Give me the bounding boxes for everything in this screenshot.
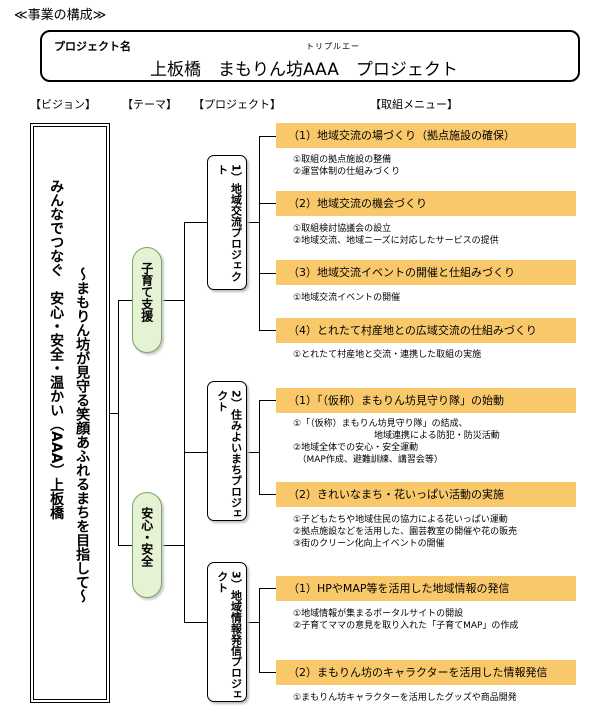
project-number: 3） — [229, 571, 243, 590]
menu-items: ①取組の拠点施設の整備 ②運営体制の仕組みづくり — [293, 155, 401, 177]
project-community-exchange: 1）地域交流プロジェクト — [207, 155, 247, 290]
connector-line — [247, 222, 259, 223]
menu-items: ①「（仮称）まもりん坊見守り隊」の結成、 地域連携による防犯・防災活動 ②地域全… — [293, 419, 500, 465]
connector-line — [184, 452, 207, 453]
connector-line — [184, 222, 207, 223]
menu-category: （4）とれたて村産地との広域交流の仕組みづくり — [276, 318, 576, 343]
connector-line — [162, 545, 184, 546]
theme-label: 子育て支援 — [139, 262, 154, 322]
column-header-menu: 【取組メニュー】 — [370, 98, 458, 111]
project-title: 地域交流プロジェクト — [215, 164, 243, 282]
project-label: 2）住みよいまちプロジェクト — [215, 390, 243, 520]
vision-line-2: ～まもりん坊が見守る笑顔あふれるまちを目指して～ — [74, 267, 91, 603]
column-header-vision: 【ビジョン】 — [30, 98, 96, 111]
menu-category: （1）地域交流の場づくり（拠点施設の確保） — [276, 123, 576, 148]
menu-items: ①地域交流イベントの開催 — [293, 293, 401, 303]
connector-line — [259, 136, 260, 330]
theme-label: 安心・安全 — [139, 507, 154, 567]
connector-line — [162, 300, 184, 301]
connector-line — [118, 545, 132, 546]
project-label: 1）地域交流プロジェクト — [215, 164, 243, 289]
project-number: 1） — [229, 164, 243, 183]
menu-category: （2）地域交流の機会づくり — [276, 191, 576, 216]
menu-category: （3）地域交流イベントの開催と仕組みづくり — [276, 260, 576, 285]
connector-line — [247, 622, 259, 623]
connector-line — [247, 452, 259, 453]
section-heading: ≪事業の構成≫ — [14, 8, 107, 23]
project-label: 3）地域情報発信プロジェクト — [215, 571, 243, 701]
connector-line — [259, 588, 260, 672]
project-name-box — [40, 30, 580, 82]
project-number: 2） — [229, 390, 243, 409]
project-livable-town: 2）住みよいまちプロジェクト — [207, 381, 247, 521]
connector-line — [259, 494, 276, 495]
column-header-project: 【プロジェクト】 — [193, 98, 281, 111]
project-title: 地域情報発信プロジェクト — [215, 571, 243, 700]
menu-items: ①地域情報が集まるポータルサイトの開設 ②子育てママの意見を取り入れた「子育てM… — [293, 609, 519, 631]
connector-line — [110, 413, 118, 414]
project-title: 住みよいまちプロジェクト — [215, 390, 243, 519]
column-header-theme: 【テーマ】 — [122, 98, 177, 111]
menu-category: （1）HPやMAP等を活用した地域情報の発信 — [276, 576, 576, 601]
menu-items: ①子どもたちや地域住民の協力による花いっぱい運動 ②拠点施設などを活用した、園芸… — [293, 515, 518, 549]
menu-items: ①とれたて村産地と交流・連携した取組の実施 — [293, 350, 482, 360]
project-name-ruby: トリプルエー — [306, 42, 360, 51]
menu-category: （2）きれいなまち・花いっぱい活動の実施 — [276, 482, 576, 507]
connector-line — [118, 300, 119, 545]
connector-line — [184, 222, 185, 622]
theme-childcare-support: 子育て支援 — [132, 247, 162, 353]
connector-line — [184, 622, 207, 623]
theme-safety-security: 安心・安全 — [132, 492, 162, 598]
connector-line — [259, 400, 276, 401]
menu-category: （1）「（仮称）まもりん坊見守り隊」の始動 — [276, 388, 576, 413]
project-local-info: 3）地域情報発信プロジェクト — [207, 562, 247, 702]
project-name: 上板橋 まもりん坊AAA プロジェクト — [150, 60, 458, 80]
connector-line — [259, 330, 276, 331]
project-name-label: プロジェクト名 — [54, 40, 131, 53]
menu-items: ①まもりん坊キャラクターを活用したグッズや商品開発 — [293, 693, 517, 703]
vision-line-1: みんなでつなぐ 安心・安全・温かい（AAA）上板橋 — [48, 179, 65, 520]
connector-line — [259, 400, 260, 494]
connector-line — [259, 672, 276, 673]
menu-items: ①取組検討協議会の設立 ②地域交流、地域ニーズに対応したサービスの提供 — [293, 224, 499, 246]
connector-line — [259, 136, 276, 137]
connector-line — [118, 300, 132, 301]
connector-line — [259, 273, 276, 274]
connector-line — [259, 203, 276, 204]
vision-box: みんなでつなぐ 安心・安全・温かい（AAA）上板橋 ～まもりん坊が見守る笑顔あふ… — [30, 123, 110, 703]
connector-line — [259, 588, 276, 589]
menu-category: （2）まもりん坊のキャラクターを活用した情報発信 — [276, 660, 576, 685]
